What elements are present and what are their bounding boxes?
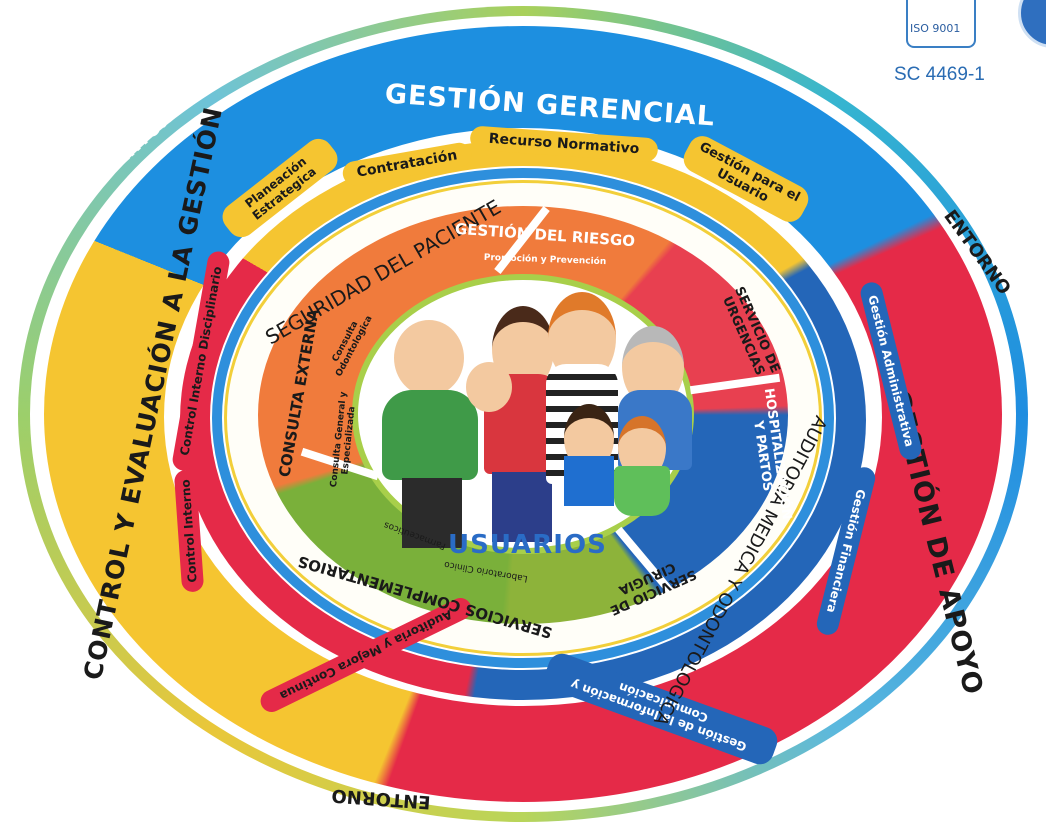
seguridad-ring bbox=[212, 168, 834, 668]
grandfather-head bbox=[394, 320, 464, 396]
center-title: USUARIOS bbox=[448, 530, 607, 560]
iso-box bbox=[906, 0, 976, 48]
certificate-code: SC 4469-1 bbox=[894, 64, 985, 85]
baby-head bbox=[466, 362, 512, 412]
girl-dress bbox=[614, 466, 670, 516]
mother-legs bbox=[492, 472, 552, 542]
boy-body bbox=[564, 456, 614, 506]
family-illustration bbox=[382, 292, 712, 552]
grandfather-body bbox=[382, 390, 478, 480]
grandfather-legs bbox=[402, 478, 462, 548]
iso-label: ISO 9001 bbox=[910, 22, 961, 35]
certification-seal-icon bbox=[1018, 0, 1046, 48]
certification-badge: ISO 9001 SC 4469-1 bbox=[880, 0, 1046, 110]
